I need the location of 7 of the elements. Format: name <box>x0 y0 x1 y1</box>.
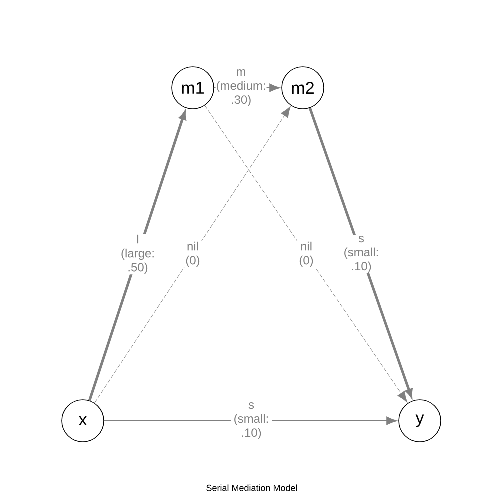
arrow <box>88 112 186 402</box>
edge-label: nil (0) <box>186 242 200 268</box>
edge-label: l (large: .50) <box>122 234 154 274</box>
edge-label: s (small: .10) <box>234 402 268 440</box>
caption: Serial Mediation Model <box>206 484 298 492</box>
arrow <box>94 106 291 404</box>
edge-label: m (medium: .30) <box>217 70 266 106</box>
